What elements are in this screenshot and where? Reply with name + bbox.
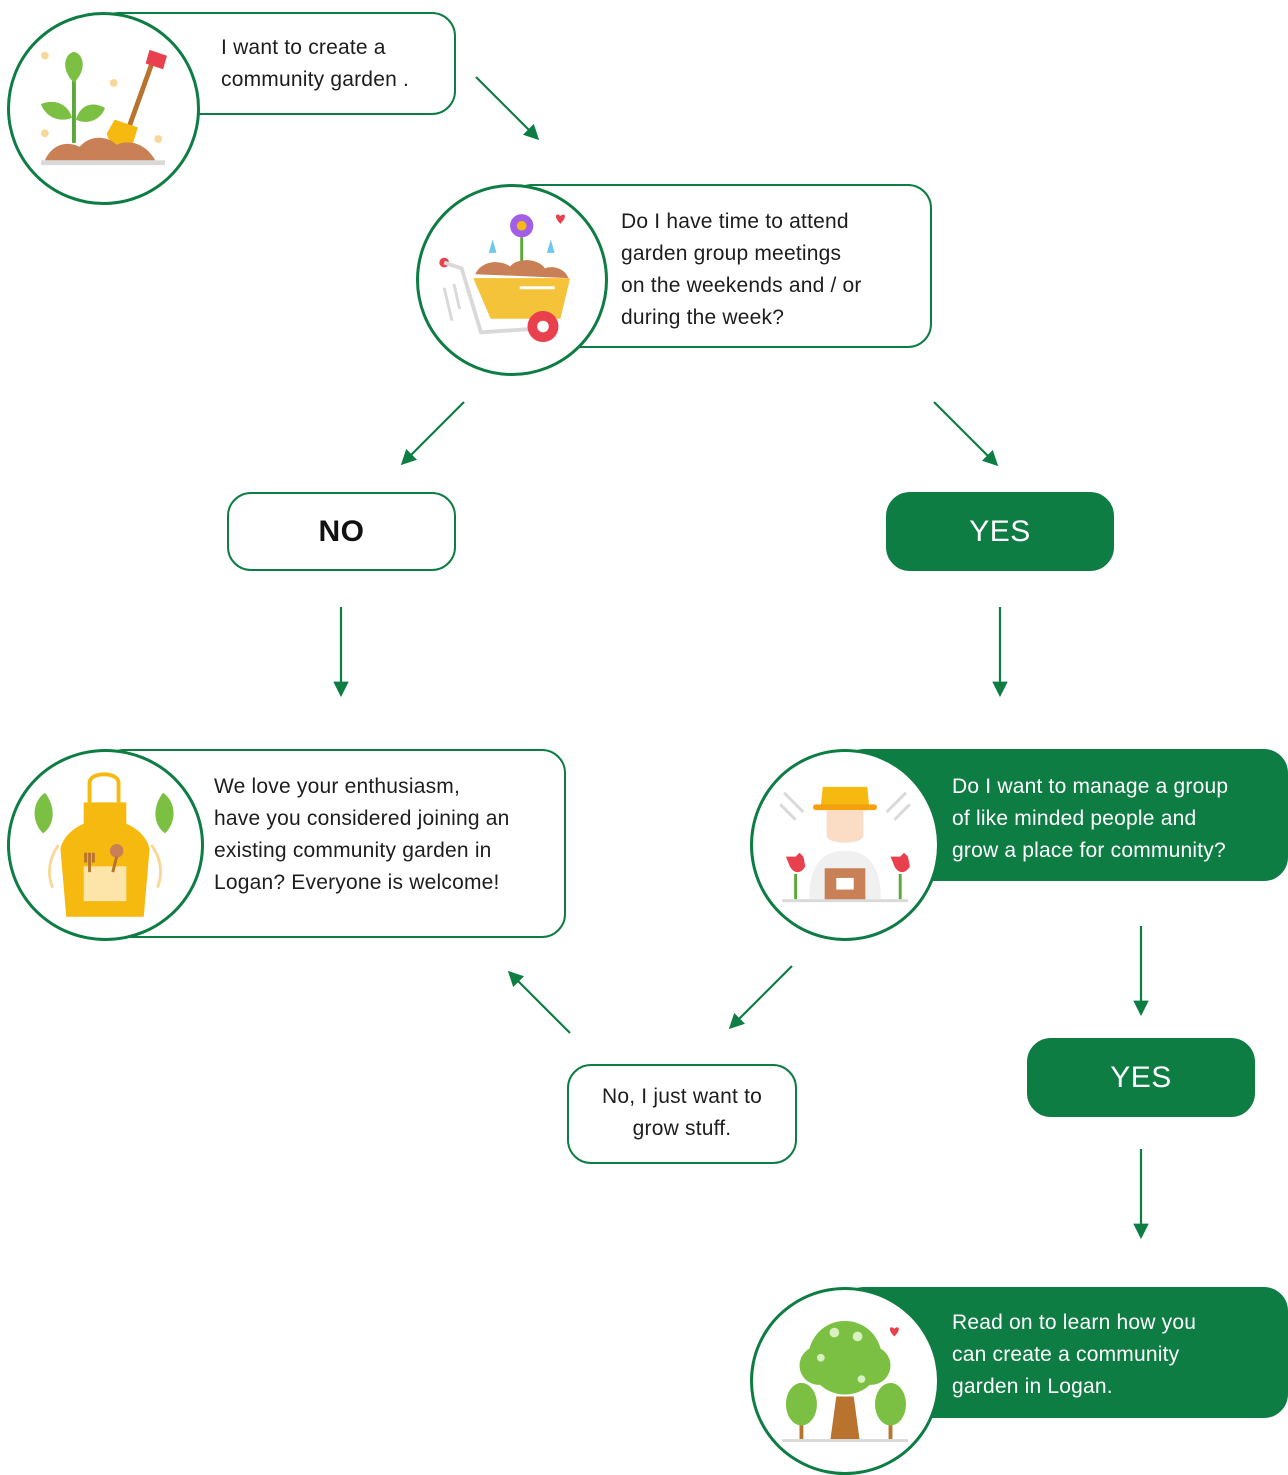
just-grow-line-2: grow stuff. (632, 1117, 732, 1140)
start-text-line-1: I want to create a (221, 36, 386, 59)
read-on-line-2: can create a community (952, 1343, 1180, 1366)
manage-question-line-3: grow a place for community? (952, 839, 1226, 862)
time-question-line-1: Do I have time to attend (621, 210, 849, 233)
read-on-text: Read on to learn how you can create a co… (952, 1307, 1196, 1403)
time-question-line-3: on the weekends and / or (621, 274, 862, 297)
apron-icon (7, 749, 204, 941)
start-text-line-2: community garden . (221, 68, 410, 91)
manage-question-line-1: Do I want to manage a group (952, 775, 1229, 798)
manage-question-text: Do I want to manage a group of like mind… (952, 771, 1228, 867)
join-existing-line-3: existing community garden in (214, 839, 492, 862)
tree-icon (750, 1287, 940, 1475)
read-on-line-3: garden in Logan. (952, 1375, 1113, 1398)
arrow-start-to-time-question (475, 76, 540, 141)
manage-question-line-2: of like minded people and (952, 807, 1197, 830)
join-existing-line-2: have you considered joining an (214, 807, 510, 830)
time-question-line-4: during the week? (621, 306, 785, 329)
wheelbarrow-flowers-icon (416, 184, 608, 376)
no-answer: NO (227, 492, 456, 571)
just-grow-line-1: No, I just want to (601, 1085, 762, 1108)
yes-answer-2: YES (1027, 1038, 1255, 1117)
just-grow-node: No, I just want to grow stuff. (567, 1064, 797, 1164)
just-grow-text: No, I just want to grow stuff. (569, 1081, 795, 1145)
arrow-time-to-yes (933, 401, 999, 467)
gardener-icon (750, 749, 940, 941)
read-on-line-1: Read on to learn how you (952, 1311, 1197, 1334)
yes-answer-1: YES (886, 492, 1114, 571)
arrow-time-to-no (400, 401, 465, 466)
join-existing-line-4: Logan? Everyone is welcome! (214, 871, 500, 894)
plant-and-shovel-icon (7, 12, 200, 205)
start-node-text: I want to create a community garden . (221, 32, 409, 96)
join-existing-line-1: We love your enthusiasm, (214, 775, 461, 798)
arrow-manage-to-just-grow (728, 965, 793, 1030)
time-question-line-2: garden group meetings (621, 242, 842, 265)
arrow-just-grow-to-join-existing (507, 970, 571, 1034)
join-existing-text: We love your enthusiasm, have you consid… (214, 771, 510, 899)
time-question-text: Do I have time to attend garden group me… (621, 206, 862, 334)
